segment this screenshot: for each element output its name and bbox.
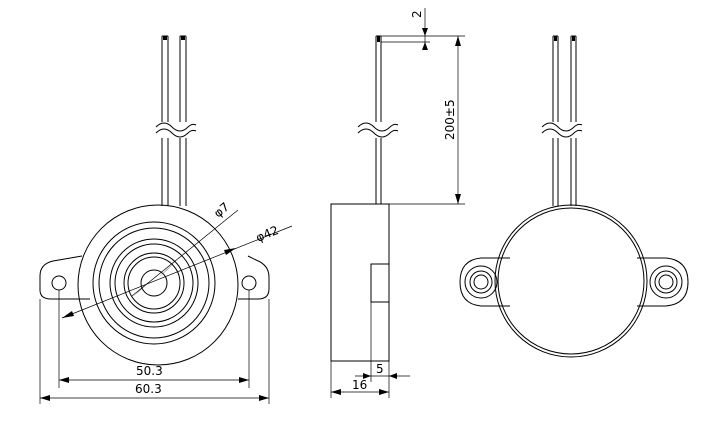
front-view-leads: [155, 35, 197, 206]
lead-length-label: 200±5: [443, 99, 457, 140]
side-view: 200±5 2 16 5: [330, 8, 465, 398]
center-hole: [140, 269, 168, 297]
front-view-flange: [39, 255, 270, 300]
front-view-body-outline: [77, 204, 239, 366]
side-view-body: [330, 203, 390, 362]
hole-pitch-label: 50.3: [136, 364, 163, 378]
overall-width-label: 60.3: [135, 382, 162, 396]
step-height-label: 5: [376, 362, 384, 376]
back-view: [459, 35, 689, 358]
body-height-label: 16: [352, 378, 367, 392]
front-view: φ7 φ42 50.3 60.3: [39, 35, 293, 404]
back-view-body-outline: [494, 204, 648, 358]
lead-strip-label: 2: [410, 10, 424, 18]
body-diameter-label: φ42: [254, 223, 281, 245]
